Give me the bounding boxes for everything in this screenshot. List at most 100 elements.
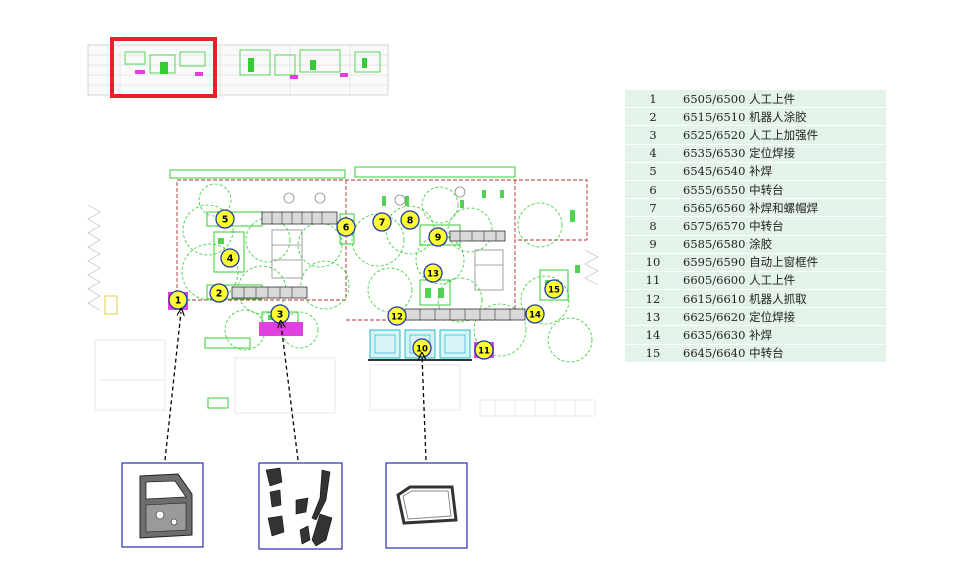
station-number: 9 xyxy=(625,235,681,254)
station-number: 15 xyxy=(625,344,681,363)
station-info: 6615/6610 机器人抓取 xyxy=(681,289,886,309)
station-marker-6[interactable]: 6 xyxy=(336,217,356,237)
callout-arrows xyxy=(164,312,427,461)
station-number: 2 xyxy=(625,107,681,127)
station-info: 6565/6560 补焊和螺帽焊 xyxy=(681,198,886,218)
station-name: 补焊 xyxy=(749,328,773,343)
station-marker-14[interactable]: 14 xyxy=(525,304,545,324)
station-info: 6515/6510 机器人涂胶 xyxy=(681,107,886,127)
station-code: 6545/6540 xyxy=(683,164,746,179)
station-marker-12[interactable]: 12 xyxy=(387,306,407,326)
station-name: 涂胶 xyxy=(749,237,773,252)
station-code: 6645/6640 xyxy=(683,346,746,361)
station-code: 6555/6550 xyxy=(683,182,746,197)
marker-label: 11 xyxy=(478,347,490,357)
station-marker-4[interactable]: 4 xyxy=(220,248,240,268)
marker-label: 13 xyxy=(427,270,439,280)
station-code: 6535/6530 xyxy=(683,146,746,161)
arrow-part-10 xyxy=(422,356,427,461)
station-name: 定位焊接 xyxy=(749,309,796,324)
part-thumbnail-window-frame xyxy=(385,462,468,549)
station-info: 6535/6530 定位焊接 xyxy=(681,144,886,163)
station-number: 1 xyxy=(625,90,681,109)
station-name: 自动上窗框件 xyxy=(749,255,819,270)
station-code: 6635/6630 xyxy=(683,328,746,343)
station-number: 3 xyxy=(625,125,681,145)
station-name: 补焊和螺帽焊 xyxy=(749,200,819,215)
arrow-part-1 xyxy=(164,312,181,461)
station-number: 11 xyxy=(625,271,681,291)
station-marker-9[interactable]: 9 xyxy=(428,227,448,247)
station-number: 4 xyxy=(625,144,681,163)
floor-plan xyxy=(87,166,599,417)
station-marker-5[interactable]: 5 xyxy=(215,209,235,229)
marker-label: 6 xyxy=(343,223,350,234)
door-panel-icon xyxy=(139,473,193,539)
station-number: 8 xyxy=(625,216,681,236)
part-thumbnail-door xyxy=(121,462,204,548)
station-name: 人工上件 xyxy=(749,273,796,288)
conveyor-lower xyxy=(231,286,308,299)
station-name: 补焊 xyxy=(749,164,773,179)
station-code: 6575/6570 xyxy=(683,218,746,233)
station-marker-11[interactable]: 11 xyxy=(474,340,494,360)
station-name: 机器人抓取 xyxy=(749,291,807,306)
marker-label: 10 xyxy=(416,345,428,355)
station-number: 12 xyxy=(625,289,681,309)
station-info: 6505/6500 人工上件 xyxy=(681,90,886,109)
station-name: 人工上加强件 xyxy=(749,127,819,142)
station-name: 定位焊接 xyxy=(749,146,796,161)
station-marker-13[interactable]: 13 xyxy=(423,263,443,283)
station-code: 6605/6600 xyxy=(683,273,746,288)
station-info: 6645/6640 中转台 xyxy=(681,344,886,363)
station-info: 6555/6550 中转台 xyxy=(681,180,886,200)
marker-label: 12 xyxy=(391,313,403,323)
marker-label: 2 xyxy=(216,289,223,300)
station-info: 6605/6600 人工上件 xyxy=(681,271,886,291)
station-marker-1[interactable]: 1 xyxy=(168,290,188,310)
station-code: 6565/6560 xyxy=(683,200,746,215)
station-number: 6 xyxy=(625,180,681,200)
station-markers: 1 2 3 4 5 6 7 8 9 10 11 12 13 14 15 xyxy=(168,209,564,360)
overview-minimap xyxy=(87,37,389,98)
arrow-part-3 xyxy=(281,324,299,461)
station-info: 6585/6580 涂胶 xyxy=(681,235,886,254)
station-name: 中转台 xyxy=(749,346,784,361)
station-info: 6625/6620 定位焊接 xyxy=(681,307,886,327)
station-info: 6595/6590 自动上窗框件 xyxy=(681,253,886,272)
station-marker-3[interactable]: 3 xyxy=(270,304,290,324)
station-number: 13 xyxy=(625,307,681,327)
station-marker-8[interactable]: 8 xyxy=(400,210,420,230)
station-marker-15[interactable]: 15 xyxy=(544,279,564,299)
station-name: 人工上件 xyxy=(749,91,796,106)
part-thumbnail-reinforcements xyxy=(258,462,343,550)
conveyor-upper xyxy=(261,211,338,225)
marker-label: 8 xyxy=(407,216,414,227)
marker-label: 14 xyxy=(529,311,541,321)
station-marker-10[interactable]: 10 xyxy=(412,338,432,358)
station-marker-2[interactable]: 2 xyxy=(209,283,229,303)
station-code: 6625/6620 xyxy=(683,309,746,324)
conveyor-right-lower xyxy=(404,308,526,321)
current-area-highlight xyxy=(110,37,217,98)
station-number: 10 xyxy=(625,253,681,272)
station-number: 14 xyxy=(625,325,681,345)
station-code: 6585/6580 xyxy=(683,237,746,252)
left-hatch xyxy=(87,204,101,311)
station-marker-7[interactable]: 7 xyxy=(372,212,392,232)
station-info: 6635/6630 补焊 xyxy=(681,325,886,345)
station-name: 中转台 xyxy=(749,182,784,197)
station-code: 6525/6520 xyxy=(683,127,746,142)
station-code: 6615/6610 xyxy=(683,291,746,306)
